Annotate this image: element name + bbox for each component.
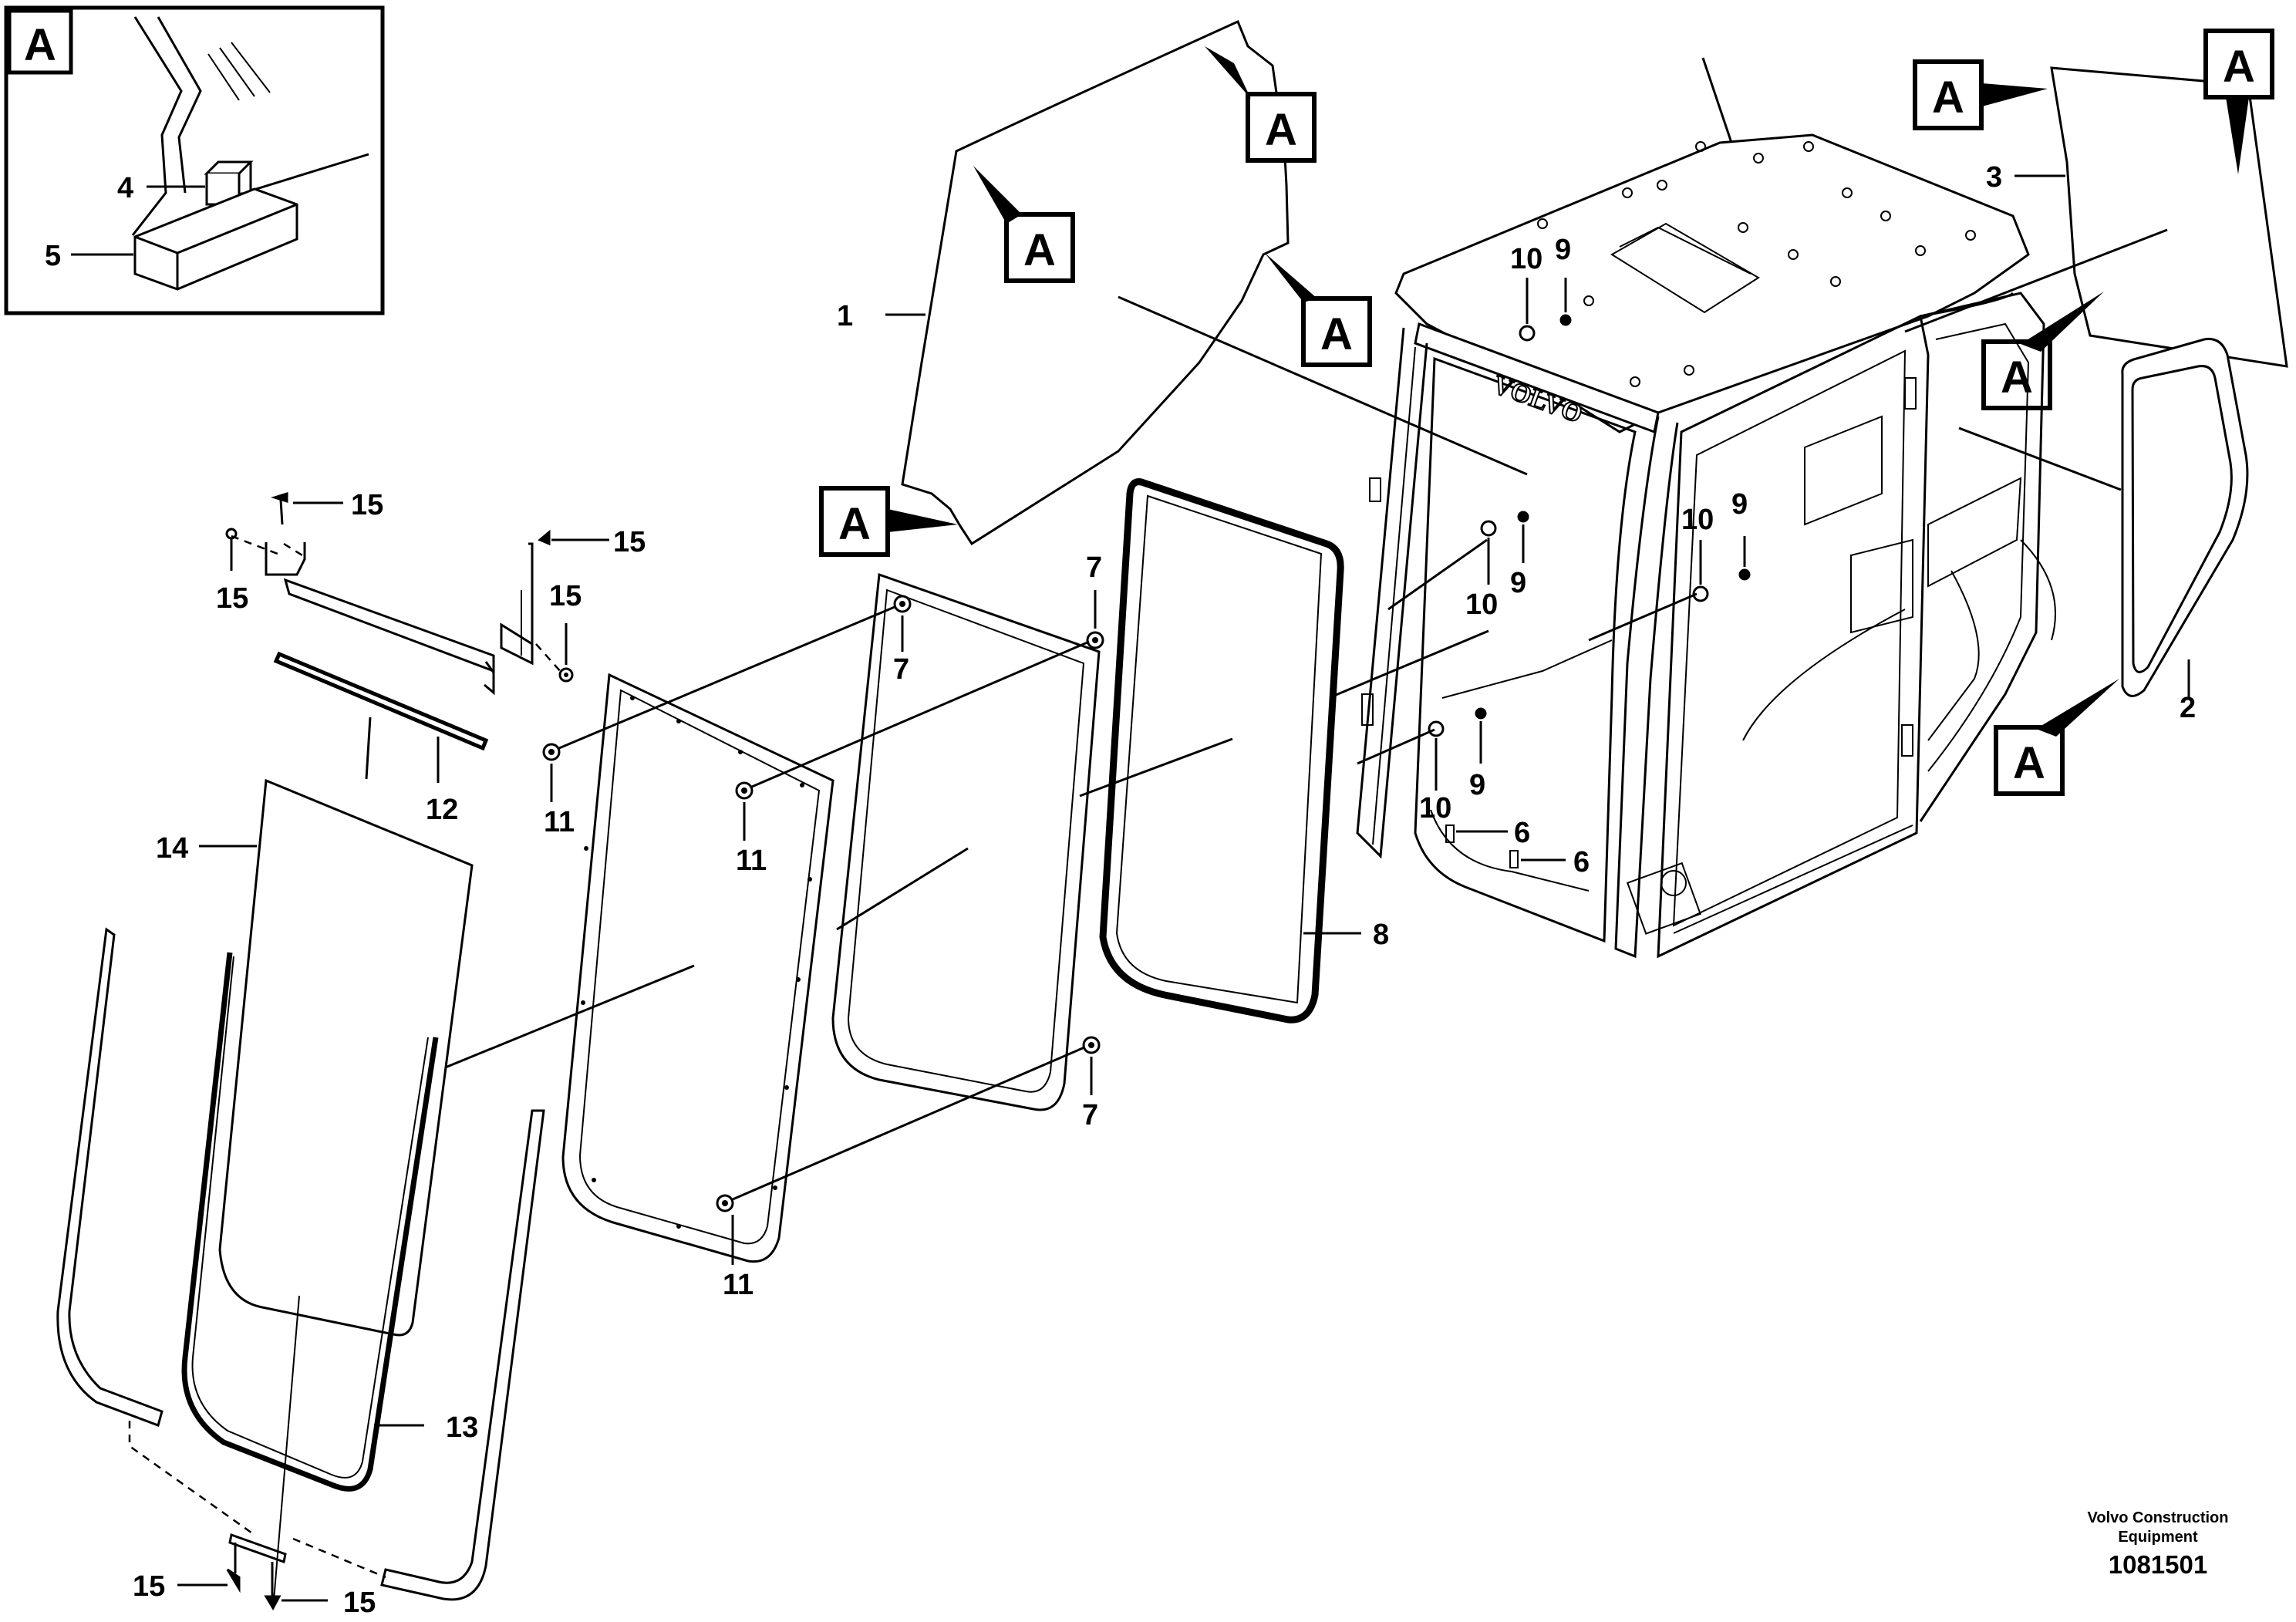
glass-marker-a-side: A: [1994, 679, 2119, 796]
support-block: [133, 187, 298, 291]
front-upper-glass: [901, 19, 1290, 546]
screw-15-a: [270, 491, 288, 525]
glass-marker-a-top-label: A: [1265, 105, 1297, 155]
callout-7-c: 7: [1082, 1099, 1098, 1131]
callout-11-b: 11: [736, 845, 767, 877]
right-strip: [380, 1109, 545, 1601]
glass-marker-a-rear-bottom: A: [1981, 292, 2104, 410]
callout-15-f: 15: [343, 1587, 376, 1619]
callout-6-a: 6: [1514, 817, 1530, 849]
callout-9-b: 9: [1510, 567, 1526, 599]
callout-11-c: 11: [723, 1269, 754, 1301]
callout-10-a: 10: [1510, 243, 1542, 275]
frame-holes: [581, 696, 812, 1229]
callout-10-b: 10: [1465, 588, 1498, 621]
glass-marker-a-left: A: [973, 166, 1075, 283]
brand-line-2: Equipment: [2118, 1529, 2198, 1546]
callout-6-b: 6: [1573, 846, 1590, 878]
callout-14: 14: [156, 832, 188, 865]
cover-strip: [273, 651, 489, 751]
callout-4: 4: [117, 172, 133, 204]
callout-7-a: 7: [893, 653, 909, 686]
callout-9-a: 9: [1555, 234, 1571, 266]
glass-marker-a-rear-left-label: A: [1932, 73, 1964, 123]
upper-bracket: [265, 542, 495, 696]
brand-line-1: Volvo Construction: [2088, 1509, 2229, 1526]
glass-marker-a-bottom-label: A: [838, 499, 871, 549]
callout-7-b: 7: [1086, 551, 1102, 584]
callout-13: 13: [446, 1411, 478, 1444]
glass-marker-a-side-label: A: [2013, 738, 2045, 788]
callout-8: 8: [1373, 919, 1389, 951]
glass-marker-a-rear-top-label: A: [2223, 42, 2255, 92]
callout-15-c: 15: [613, 526, 646, 558]
callout-11-a: 11: [544, 806, 575, 838]
glass-marker-a-top: A: [1205, 46, 1317, 163]
callout-3: 3: [1986, 161, 2002, 194]
glass-marker-a-rear-top: A: [2203, 29, 2274, 174]
callout-1: 1: [837, 300, 853, 332]
detail-a-inset: A 4 5: [4, 5, 385, 315]
left-strip: [56, 927, 164, 1427]
bottom-bracket: [226, 1533, 287, 1611]
callout-15-d: 15: [549, 580, 582, 612]
callout-5: 5: [45, 240, 61, 272]
side-quarter-glass: [2121, 337, 2249, 697]
lower-seal: [181, 952, 439, 1492]
window-seal: [1099, 478, 1344, 1023]
upper-bracket-right: [500, 529, 574, 683]
brand-block: Volvo Construction Equipment 1081501: [2088, 1509, 2229, 1579]
glass-marker-a-rear-left: A: [1913, 59, 2048, 130]
callout-15-e: 15: [133, 1570, 165, 1603]
callout-2: 2: [2180, 692, 2196, 724]
door-latch: [1626, 862, 1701, 935]
callout-12: 12: [426, 794, 458, 826]
callout-9-c: 9: [1731, 488, 1748, 521]
screw-15-b: [225, 528, 238, 571]
callout-10-c: 10: [1681, 504, 1714, 536]
glazing-frame: [542, 673, 834, 1263]
callout-15-b: 15: [216, 582, 248, 615]
callout-10-d: 10: [1419, 792, 1451, 824]
document-number: 1081501: [2109, 1550, 2207, 1579]
cab-hardware: [1428, 278, 1751, 868]
glass-marker-a-left-label: A: [1023, 225, 1056, 275]
glass-marker-a-right: A: [1265, 253, 1372, 367]
rear-glass: [2050, 66, 2288, 368]
callout-9-d: 9: [1469, 769, 1485, 801]
detail-a-label: A: [24, 20, 56, 70]
roof-bolts: [1537, 141, 1976, 387]
callout-15-a: 15: [351, 489, 383, 521]
window-frame: [831, 572, 1104, 1111]
glass-marker-a-bottom: A: [819, 486, 958, 557]
glass-marker-a-right-label: A: [1320, 309, 1353, 359]
